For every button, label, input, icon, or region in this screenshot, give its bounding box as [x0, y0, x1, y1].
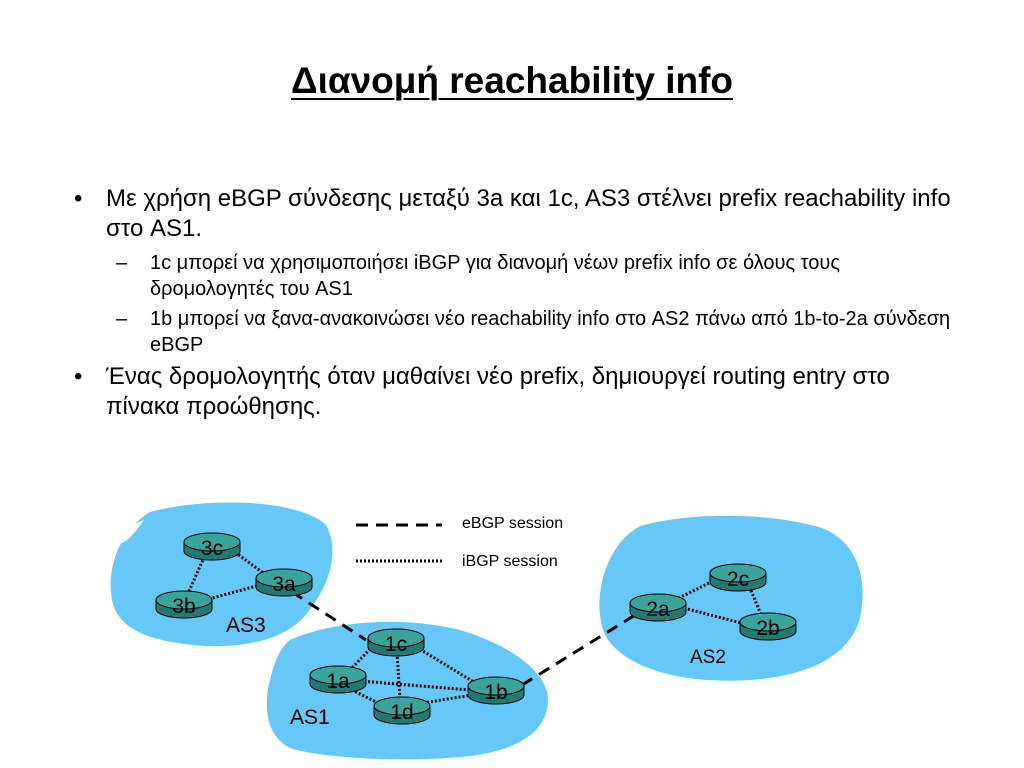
router-3a[interactable]: 3a	[255, 568, 313, 597]
sub-bullet-item: – 1c μπορεί να χρησιμοποιήσει iBGP για δ…	[74, 250, 954, 302]
sub-bullet-text: 1c μπορεί να χρησιμοποιήσει iBGP για δια…	[150, 252, 840, 300]
router-2c[interactable]: 2c	[709, 563, 767, 592]
slide-title: Διανομή reachability info	[290, 60, 734, 101]
router-label: 1a	[326, 670, 350, 693]
router-label: 2a	[646, 598, 670, 621]
legend-ibgp-label: iBGP session	[462, 553, 558, 570]
ibgp-link-3b-3a	[204, 583, 261, 602]
as1-cloud	[266, 621, 548, 760]
router-label: 3a	[272, 573, 296, 596]
bullet-marker: •	[74, 363, 83, 390]
as2-cloud	[599, 515, 863, 681]
router-3b[interactable]: 3b	[155, 590, 213, 619]
ebgp-link-3a-1c	[291, 590, 367, 642]
router-1c[interactable]: 1c	[367, 628, 425, 657]
router-label: 1b	[484, 681, 507, 704]
router-label: 1d	[390, 701, 413, 724]
bullet-item: • Με χρήση eBGP σύνδεσης μεταξύ 3a και 1…	[74, 184, 954, 244]
sub-bullet-marker: –	[116, 252, 128, 274]
router-label: 3c	[201, 537, 223, 560]
as1-label: AS1	[290, 706, 330, 729]
router-label: 3b	[172, 595, 195, 618]
as3-label: AS3	[226, 614, 266, 637]
ibgp-link-2a-2c	[674, 578, 716, 602]
as3-cloud-notch	[116, 520, 144, 545]
router-3c[interactable]: 3c	[183, 532, 241, 561]
bullet-marker: •	[74, 185, 83, 212]
bullet-text: Ένας δρομολογητής όταν μαθαίνει νέο pref…	[106, 363, 890, 420]
ebgp-link-1b-2a	[521, 610, 641, 687]
ibgp-link-1d-1b	[422, 693, 473, 705]
bullet-list: • Με χρήση eBGP σύνδεσης μεταξύ 3a και 1…	[74, 184, 954, 428]
sub-bullet-item: – 1b μπορεί να ξανα-ανακοινώσει νέο reac…	[74, 306, 954, 358]
router-2a[interactable]: 2a	[629, 593, 687, 622]
sub-bullet-text: 1b μπορεί να ξανα-ανακοινώσει νέο reacha…	[150, 308, 951, 356]
router-1d[interactable]: 1d	[373, 696, 431, 725]
router-1b[interactable]: 1b	[467, 676, 525, 705]
router-label: 1c	[385, 633, 407, 656]
sub-bullet-marker: –	[116, 308, 128, 330]
router-2b[interactable]: 2b	[739, 612, 797, 641]
bullet-text: Με χρήση eBGP σύνδεσης μεταξύ 3a και 1c,…	[106, 185, 951, 242]
ibgp-link-1c-1b	[412, 643, 478, 686]
as2-label: AS2	[690, 647, 726, 668]
router-label: 2b	[756, 617, 779, 640]
router-label: 2c	[727, 568, 749, 591]
ibgp-link-2a-2b	[683, 606, 746, 626]
router-1a[interactable]: 1a	[309, 665, 367, 694]
ibgp-link-3c-3b	[184, 552, 208, 599]
legend-ebgp-label: eBGP session	[462, 515, 563, 532]
bullet-item: • Ένας δρομολογητής όταν μαθαίνει νέο pr…	[74, 362, 954, 422]
